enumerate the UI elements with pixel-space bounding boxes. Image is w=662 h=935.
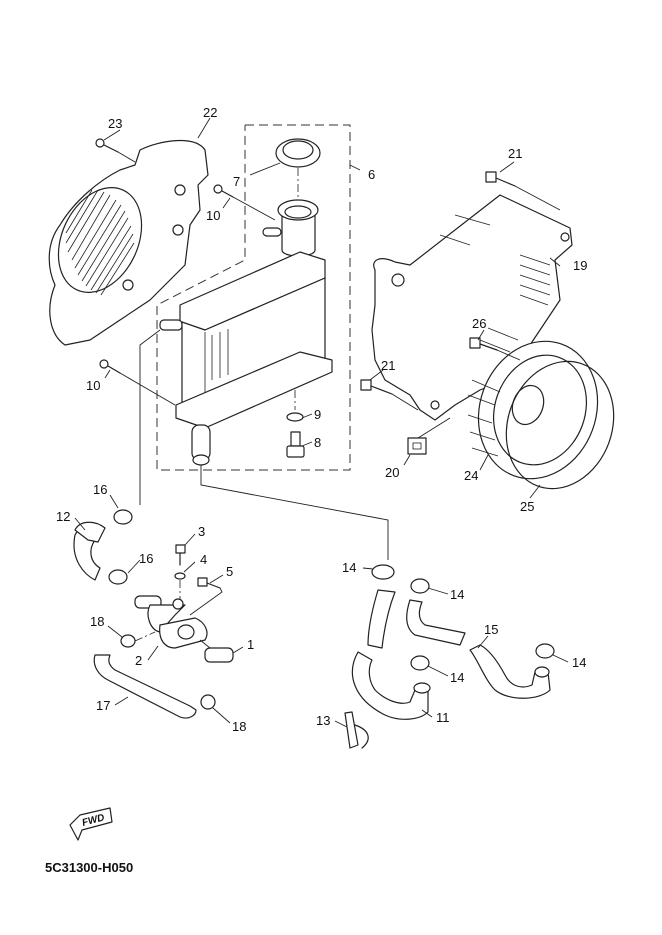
callout-10-lower: 10 [86,378,100,393]
callout-18-upper: 18 [90,614,104,629]
callout-17: 17 [96,698,110,713]
callout-15: 15 [484,622,498,637]
callout-21-upper: 21 [508,146,522,161]
bleed-bolt-part [174,544,186,602]
hose-clamp-14-b-part [410,578,430,594]
callout-5: 5 [226,564,233,579]
hose-clamp-14-a-part [371,564,395,580]
callout-20: 20 [385,465,399,480]
hose-clamp-16-lower-part [108,569,128,585]
hose-clamp-18-lower-part [200,694,216,710]
radiator-assembly-boundary [156,124,351,471]
callout-4: 4 [200,552,207,567]
bolt-21-lower-part [360,379,419,411]
thermostat-part [199,639,234,663]
callout-25: 25 [520,499,534,514]
callout-9: 9 [314,407,321,422]
hose-clamp-16-upper-part [113,509,133,525]
cover-ring-part [505,360,615,490]
shroud-part [371,194,573,421]
callout-16-lower: 16 [139,551,153,566]
callout-1: 1 [247,637,254,652]
fwd-arrow-badge: FWD [69,807,113,841]
diagram-code: 5C31300-H050 [45,860,133,875]
callout-14-c: 14 [450,670,464,685]
callout-3: 3 [198,524,205,539]
hose-clamp-14-d-part [535,643,555,659]
callout-26: 26 [472,316,486,331]
hose-11-part [351,651,431,720]
hose-upper-part [367,589,396,649]
bolt-26-part [469,337,521,361]
callout-21-lower: 21 [381,358,395,373]
hose-15-part [469,644,551,699]
callout-14-a: 14 [342,560,356,575]
bolt-5-part [189,577,223,616]
callout-7: 7 [233,174,240,189]
callout-leaders [74,117,569,728]
callout-23: 23 [108,116,122,131]
flow-line [139,329,161,505]
hose-clamp-14-c-part [410,655,430,671]
damper-part [407,417,451,455]
hose-17-part [93,654,197,719]
callout-22: 22 [203,105,217,120]
hose-holder-part [344,711,369,749]
radiator-cover-part [48,139,209,346]
callout-19: 19 [573,258,587,273]
callouts: 23 22 6 7 10 10 9 8 21 19 26 21 20 24 25… [56,105,587,734]
hose-upper-right-part [406,599,466,646]
callout-2: 2 [135,653,142,668]
callout-12: 12 [56,509,70,524]
callout-18-lower: 18 [232,719,246,734]
callout-14-b: 14 [450,587,464,602]
callout-16-upper: 16 [93,482,107,497]
thermostat-housing-part [134,595,208,649]
callout-8: 8 [314,435,321,450]
screw-23-part [95,138,136,163]
screw-10-lower-part [99,359,176,406]
bolt-21-upper-part [485,171,561,211]
hose-12-part [73,521,106,581]
flow-line [200,465,389,560]
callout-13: 13 [316,713,330,728]
screw-10-upper-part [213,184,276,221]
fan-part [467,327,599,480]
radiator-part [159,138,333,466]
callout-14-d: 14 [572,655,586,670]
callout-10-upper: 10 [206,208,220,223]
callout-24: 24 [464,468,478,483]
callout-6: 6 [368,167,375,182]
hose-clamp-18-upper-part [120,631,156,648]
callout-11: 11 [436,710,450,725]
